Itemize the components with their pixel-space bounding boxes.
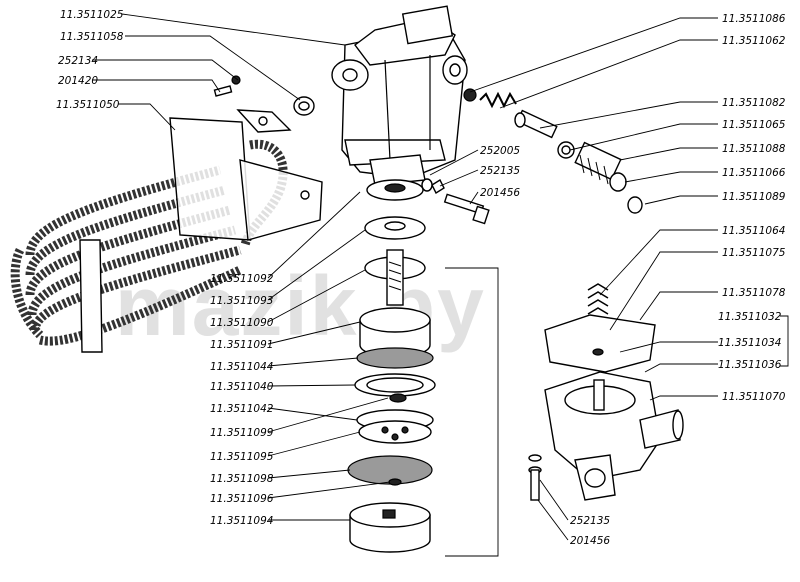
lower-housing — [544, 283, 684, 501]
label-3511065: 11.3511065 — [722, 119, 786, 131]
label-3511090: 11.3511090 — [210, 317, 274, 329]
label-3511062: 11.3511062 — [722, 35, 786, 47]
label-3511075: 11.3511075 — [722, 247, 786, 259]
label-252134: 252134 — [58, 55, 98, 67]
label-201456-bottom: 201456 — [570, 535, 610, 547]
label-3511032: 11.3511032 — [718, 311, 782, 323]
label-3511078: 11.3511078 — [722, 287, 786, 299]
label-3511034: 11.3511034 — [718, 337, 781, 349]
label-3511086: 11.3511086 — [722, 13, 786, 25]
label-3511066: 11.3511066 — [722, 167, 786, 179]
label-3511092: 11.3511092 — [210, 273, 274, 285]
label-3511042: 11.3511042 — [210, 403, 274, 415]
label-3511025: 11.3511025 — [60, 9, 124, 21]
label-3511096: 11.3511096 — [210, 493, 274, 505]
label-252135-bottom: 252135 — [570, 515, 610, 527]
label-3511082: 11.3511082 — [722, 97, 786, 109]
cooling-coil — [10, 109, 323, 353]
label-3511064: 11.3511064 — [722, 225, 785, 237]
leader-lines — [92, 13, 789, 541]
label-3511044: 11.3511044 — [210, 361, 273, 373]
label-3511088: 11.3511088 — [722, 143, 786, 155]
label-3511094: 11.3511094 — [210, 515, 273, 527]
label-252005: 252005 — [480, 145, 520, 157]
filter-stack — [347, 179, 436, 553]
bolt-and-washer-lower — [528, 454, 542, 501]
label-201456-top: 201456 — [480, 187, 520, 199]
part-labels: 11.3511025 11.3511058 252134 201420 11.3… — [56, 9, 786, 547]
screw-and-washer-201420 — [213, 75, 241, 97]
label-3511040: 11.3511040 — [210, 381, 274, 393]
valve-parts — [463, 88, 643, 214]
bolt-201456 — [421, 178, 490, 225]
label-3511089: 11.3511089 — [722, 191, 786, 203]
label-3511058: 11.3511058 — [60, 31, 124, 43]
label-252135-top: 252135 — [480, 165, 520, 177]
label-3511050: 11.3511050 — [56, 99, 120, 111]
label-3511095: 11.3511095 — [210, 451, 274, 463]
label-3511093: 11.3511093 — [210, 295, 273, 307]
label-201420: 201420 — [58, 75, 98, 87]
filter-housing — [331, 5, 468, 186]
label-3511098: 11.3511098 — [210, 473, 274, 485]
label-3511091: 11.3511091 — [210, 339, 273, 351]
label-3511036: 11.3511036 — [718, 359, 782, 371]
label-3511070: 11.3511070 — [722, 391, 786, 403]
label-3511099: 11.3511099 — [210, 427, 274, 439]
